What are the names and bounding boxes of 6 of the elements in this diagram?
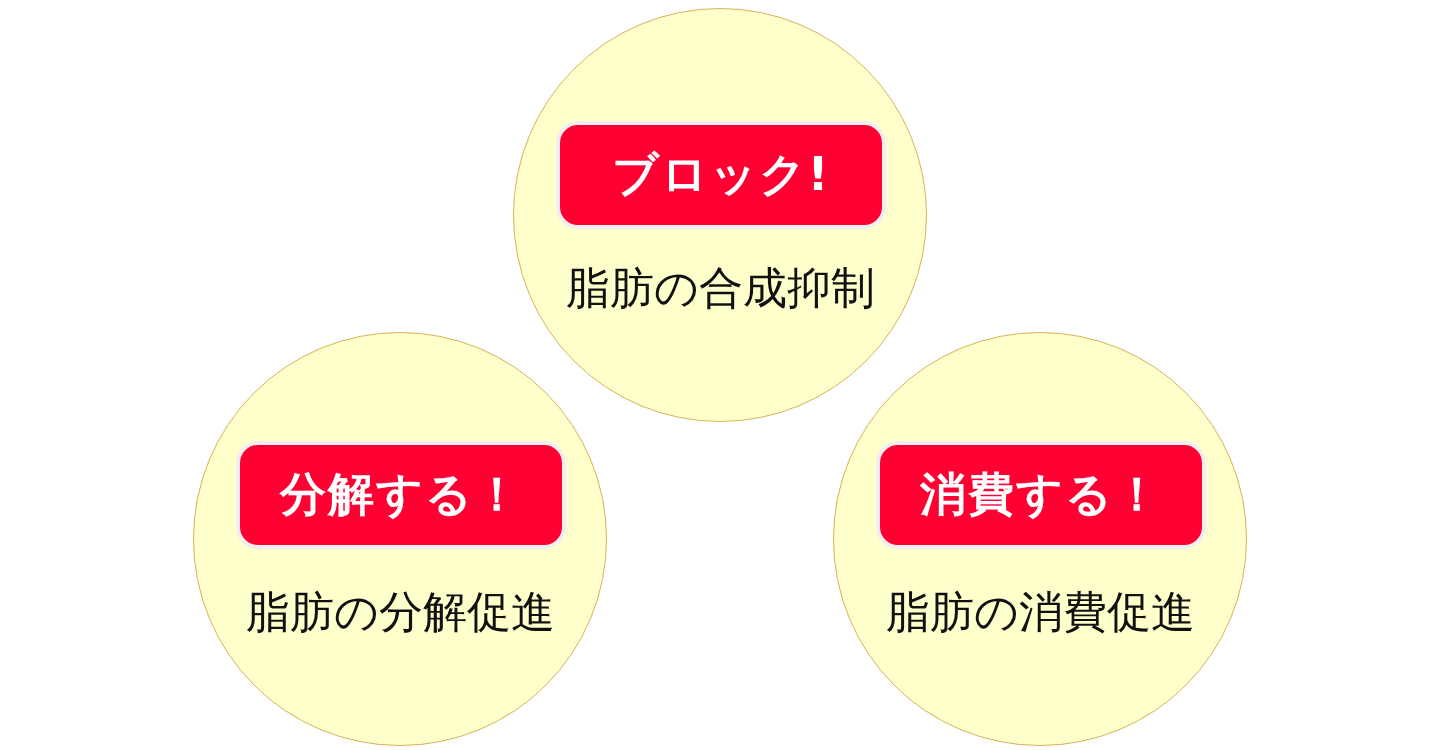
node-text: 脂肪の合成抑制	[564, 261, 876, 315]
node-text: 脂肪の分解促進	[244, 585, 556, 639]
highlight-tag: 分解する！	[236, 441, 566, 549]
node-text: 脂肪の消費促進	[884, 585, 1196, 639]
highlight-tag: 消費する！	[876, 441, 1206, 549]
highlight-tag: ブロック!	[556, 121, 886, 229]
